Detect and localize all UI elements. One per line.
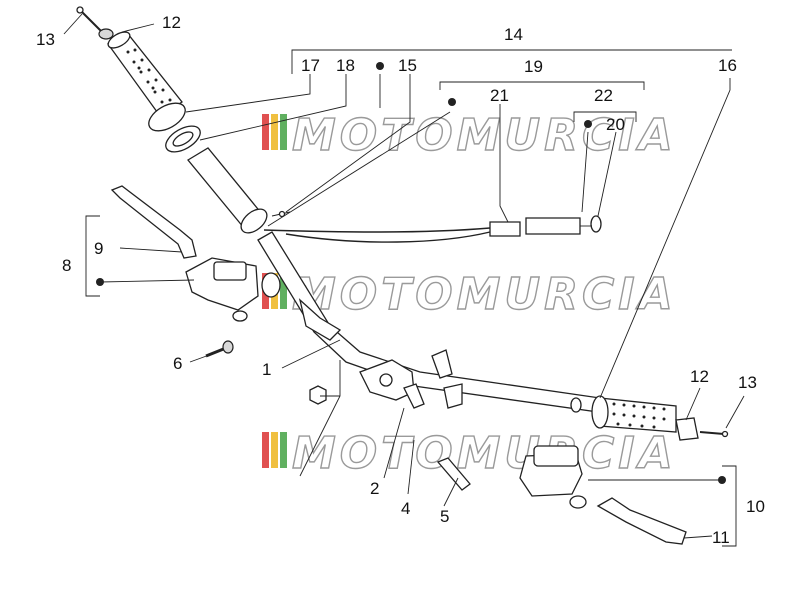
label-21: 21 (490, 86, 509, 105)
throttle-cable-lower (285, 231, 491, 243)
marker-dots (96, 62, 726, 484)
bracket-19 (439, 81, 645, 90)
label-13a: 13 (36, 30, 55, 49)
washer-ring-inner (172, 131, 194, 147)
nut (309, 385, 327, 405)
label-14: 14 (504, 25, 523, 44)
left-brake-lever (110, 185, 197, 259)
watermark-text: MOTOMURCIA (292, 428, 677, 479)
label-11: 11 (712, 528, 730, 547)
label-15: 15 (398, 56, 417, 75)
label-12a: 12 (162, 13, 181, 32)
label-6: 6 (173, 354, 182, 373)
label-16: 16 (718, 56, 737, 75)
bracket-22 (573, 111, 637, 122)
handlebar-clamp (298, 298, 342, 341)
label-4: 4 (401, 499, 410, 518)
label-8: 8 (62, 256, 71, 275)
watermark-middle: MOTOMURCIA (262, 268, 677, 321)
right-bar-end-bolt (699, 430, 729, 438)
label-10: 10 (746, 497, 765, 516)
mount-bracket (431, 349, 453, 379)
label-17: 17 (301, 56, 320, 75)
grip-flange (148, 102, 186, 132)
part-labels: 13 12 14 17 18 15 19 16 21 22 20 9 8 6 1… (36, 13, 765, 547)
label-9: 9 (94, 239, 103, 258)
label-18: 18 (336, 56, 355, 75)
bracket-14 (291, 49, 732, 74)
label-13b: 13 (738, 373, 757, 392)
right-bar-end (675, 417, 699, 441)
label-1: 1 (262, 360, 271, 379)
bar-end-hole (570, 397, 582, 413)
label-20: 20 (606, 115, 625, 134)
leader-lines (63, 13, 745, 539)
cable-clip (271, 210, 291, 218)
throttle-tube-end (240, 208, 268, 234)
label-22: 22 (594, 86, 613, 105)
right-grip (591, 395, 677, 433)
mirror-mount (261, 272, 281, 298)
watermark-bottom: MOTOMURCIA (262, 427, 677, 480)
right-brake-lever (596, 497, 687, 545)
bracket-10 (722, 465, 737, 547)
throttle-cable (263, 227, 491, 233)
label-5: 5 (440, 507, 449, 526)
watermark-top: MOTOMURCIA (262, 109, 677, 162)
label-12b: 12 (690, 367, 709, 386)
cable-adjusters (489, 215, 602, 237)
label-19: 19 (524, 57, 543, 76)
bracket-8 (85, 215, 100, 297)
mount-bracket-lower (443, 383, 463, 409)
left-grip (107, 31, 183, 117)
screw (205, 340, 234, 358)
bolt (436, 457, 471, 491)
mount-tab (403, 383, 425, 409)
left-bar-end (76, 6, 114, 40)
watermark-text: MOTOMURCIA (292, 269, 677, 320)
label-2: 2 (370, 479, 379, 498)
watermark-text: MOTOMURCIA (292, 110, 677, 161)
